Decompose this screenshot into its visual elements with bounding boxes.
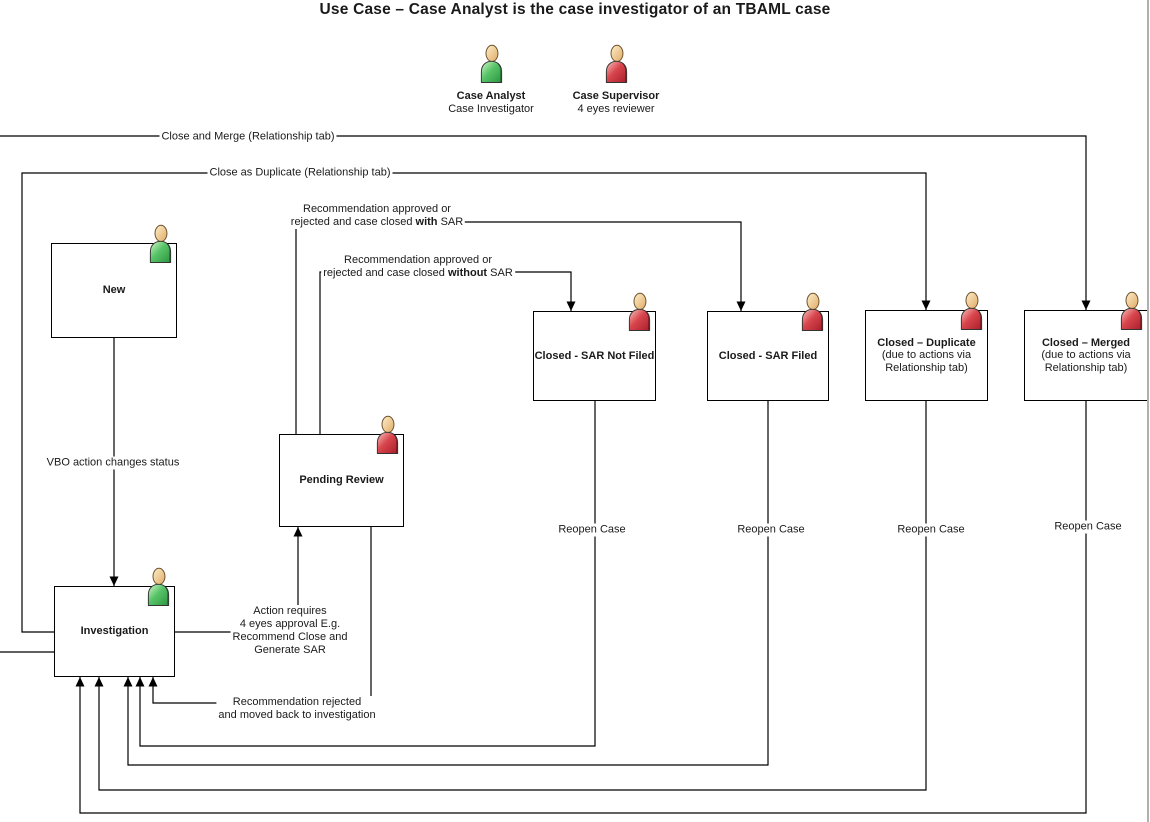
case-analyst-icon xyxy=(478,44,505,88)
edge-reopen-sar-filed xyxy=(127,401,769,766)
edge-action-requires-approval xyxy=(175,527,299,633)
page-right-edge xyxy=(1147,0,1149,822)
edge-approved-without-sar xyxy=(319,271,572,434)
legend-case-analyst: Case Analyst Case Investigator xyxy=(426,44,556,116)
edge-approved-with-sar xyxy=(295,221,742,434)
legend-actor-role: 4 eyes reviewer xyxy=(577,103,655,115)
arrowhead-close-and-merge xyxy=(1081,300,1091,310)
legend-actor-name: Case Analyst xyxy=(456,90,526,102)
edge-close-and-merge xyxy=(0,135,1087,310)
edge-close-as-duplicate xyxy=(21,172,927,633)
arrowhead-recommendation-rejected xyxy=(148,677,158,687)
legend-actor-name: Case Supervisor xyxy=(572,90,660,102)
edge-recommendation-rejected xyxy=(152,527,372,704)
arrowhead-close-as-duplicate xyxy=(921,300,931,310)
arrowhead-reopen-sar-not-filed xyxy=(135,677,145,687)
arrowhead-approved-without-sar xyxy=(566,301,576,311)
arrowhead-reopen-merged xyxy=(75,677,85,687)
case-supervisor-icon xyxy=(603,44,630,88)
arrowhead-approved-with-sar xyxy=(736,301,746,311)
edge-reopen-sar-not-filed xyxy=(139,401,596,747)
arrowhead-reopen-duplicate xyxy=(94,677,104,687)
edge-reopen-duplicate xyxy=(98,401,927,791)
arrowhead-action-requires-approval xyxy=(293,527,303,537)
edge-reopen-merged xyxy=(79,401,1087,814)
arrowhead-vbo-action xyxy=(109,576,119,586)
page-title: Use Case – Case Analyst is the case inve… xyxy=(319,1,831,18)
legend-case-supervisor: Case Supervisor 4 eyes reviewer xyxy=(551,44,681,116)
arrowhead-reopen-sar-filed xyxy=(123,677,133,687)
legend-actor-role: Case Investigator xyxy=(448,103,534,115)
